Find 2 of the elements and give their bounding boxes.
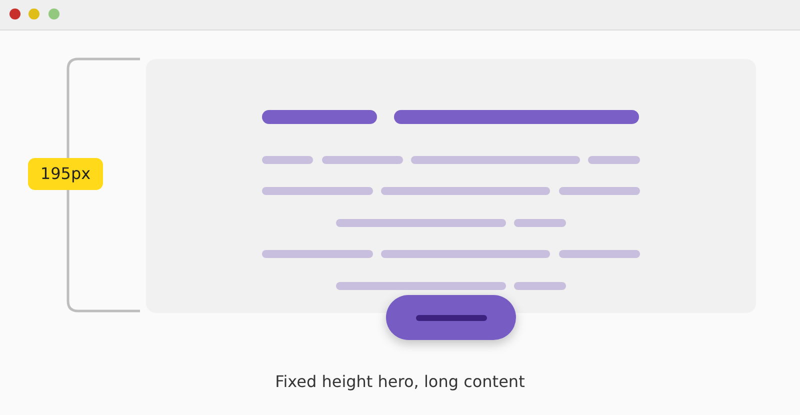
dimension-label: 195px bbox=[28, 158, 103, 190]
caption: Fixed height hero, long content bbox=[274, 372, 526, 391]
